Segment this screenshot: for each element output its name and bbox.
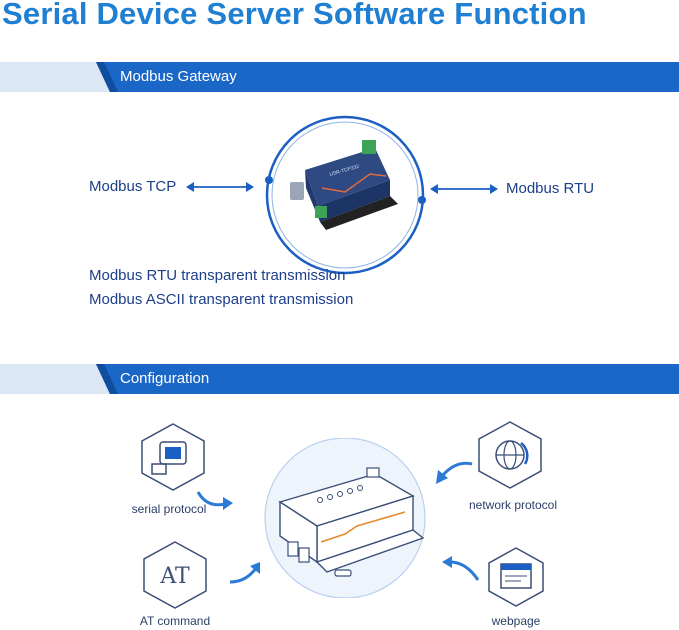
webpage-icon: [488, 547, 544, 607]
configuration-banner: [0, 364, 679, 394]
at-command-icon: AT: [143, 541, 207, 609]
device-icon: [264, 438, 426, 598]
modbus-tcp-label: Modbus TCP: [89, 178, 177, 195]
curved-arrow-icon: [436, 461, 473, 484]
modbus-rtu-label: Modbus RTU: [506, 180, 595, 197]
serial-port-icon: [141, 423, 205, 491]
network-protocol-label: network protocol: [468, 498, 558, 512]
left-double-arrow-icon: [186, 182, 254, 192]
feature-rtu-transparent: Modbus RTU transparent transmission: [89, 267, 346, 284]
feature-ascii-transparent: Modbus ASCII transparent transmission: [89, 291, 354, 308]
curved-arrow-icon: [196, 491, 233, 510]
configuration-heading: Configuration: [120, 370, 210, 387]
webpage-label: webpage: [491, 614, 541, 628]
curved-arrow-icon: [442, 556, 480, 581]
curved-arrow-icon: [229, 562, 260, 584]
at-command-label: AT command: [139, 614, 211, 628]
modbus-gateway-banner: [0, 62, 679, 92]
at-icon-text: AT: [159, 564, 190, 589]
globe-icon: [478, 421, 542, 489]
serial-protocol-label: serial protocol: [131, 502, 207, 516]
gateway-device-illustration: USR-TCP232: [265, 115, 426, 275]
page-title: Serial Device Server Software Function: [2, 0, 587, 31]
modbus-gateway-heading: Modbus Gateway: [120, 68, 237, 85]
right-double-arrow-icon: [430, 184, 498, 194]
